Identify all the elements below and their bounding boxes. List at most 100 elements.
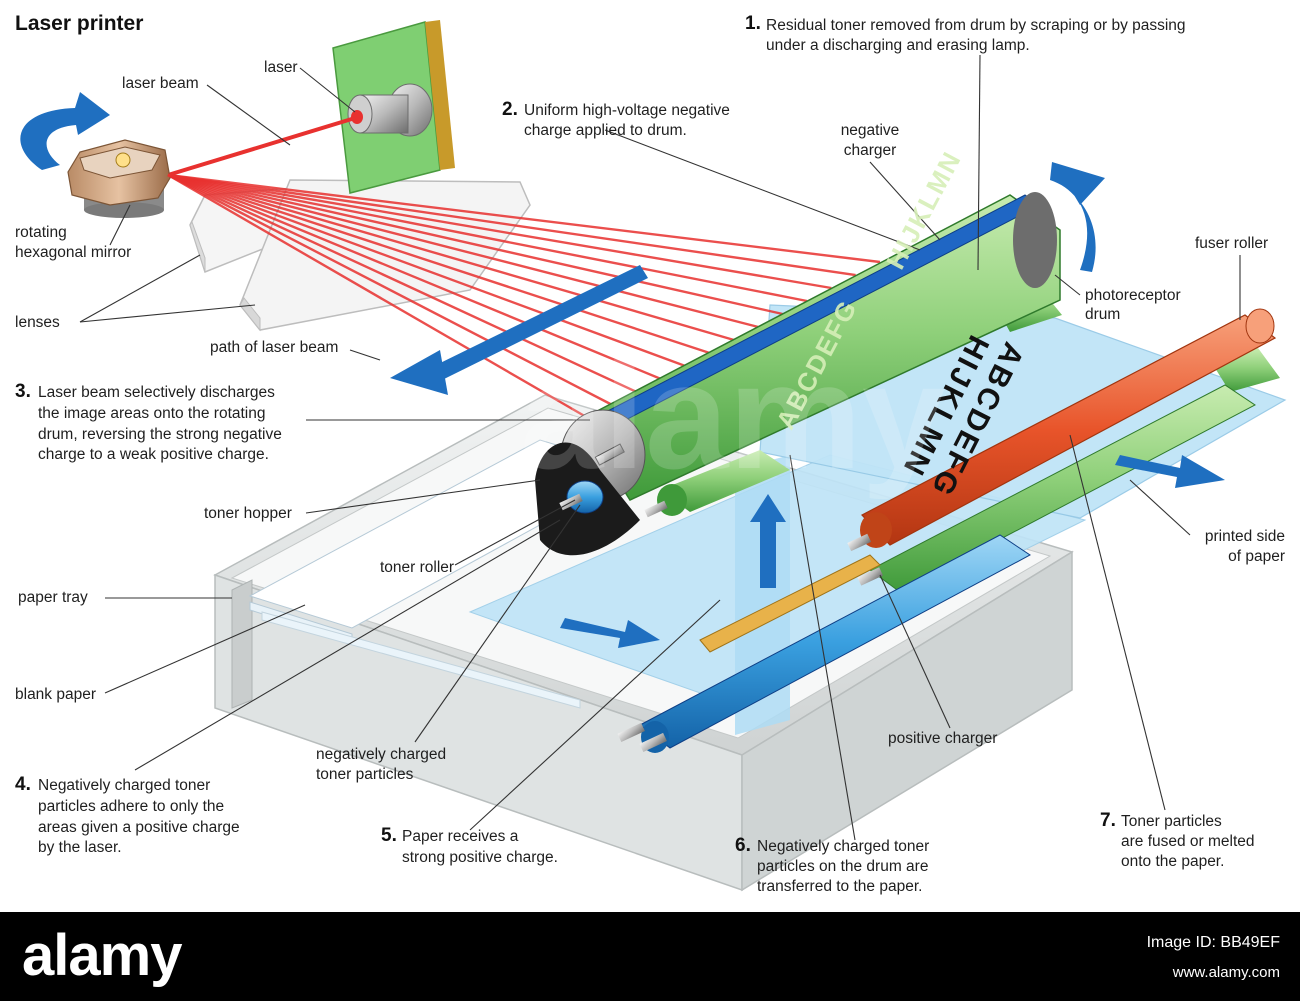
- label-toner-roller: toner roller: [380, 559, 455, 576]
- leader-line: [414, 504, 581, 743]
- step-2-line2: charge applied to drum.: [524, 122, 687, 139]
- step-4-line4: by the laser.: [38, 839, 122, 856]
- step-6-line2: particles on the drum are: [757, 858, 929, 875]
- step-3-line2: the image areas onto the rotating: [38, 405, 266, 422]
- laser-beam: [167, 116, 356, 177]
- leader-line: [1069, 434, 1166, 811]
- laser-beam-ray: [167, 173, 711, 355]
- laser-beam-ray: [167, 173, 735, 342]
- leader-line: [79, 304, 256, 323]
- leader-line: [1129, 479, 1191, 536]
- label-path-of-laser-beam: path of laser beam: [210, 339, 339, 356]
- watermark: alamy: [520, 332, 946, 500]
- step-3-number: 3.: [15, 381, 31, 402]
- laser-beam-ray: [167, 173, 759, 329]
- pressure-roller: [869, 384, 1256, 593]
- label-laser: laser: [264, 59, 298, 76]
- label-drum: drum: [1085, 306, 1121, 323]
- image-id: Image ID: BB49EF: [1146, 934, 1280, 951]
- laser-beam-ray: [167, 173, 662, 381]
- leader-line: [469, 599, 721, 831]
- label-neg-particles-1: negatively charged: [316, 746, 447, 763]
- label-hexagonal-mirror: hexagonal mirror: [15, 244, 132, 261]
- label-negative-charger-2: charger: [843, 142, 897, 159]
- leader-line: [349, 349, 381, 361]
- label-neg-particles-2: toner particles: [316, 766, 414, 783]
- transfer-roller: [644, 450, 790, 518]
- photoreceptor-drum: [560, 192, 1061, 501]
- alamy-logo: alamy: [22, 923, 182, 988]
- leader-lines: [79, 54, 1241, 841]
- leader-line: [789, 454, 856, 841]
- leader-line: [134, 519, 561, 771]
- laser-beam-ray: [167, 173, 832, 290]
- step-3-line1: Laser beam selectively discharges: [38, 384, 275, 401]
- label-lenses: lenses: [15, 314, 60, 331]
- label-rotating: rotating: [15, 224, 67, 241]
- step-1-line2: under a discharging and erasing lamp.: [766, 37, 1030, 54]
- label-paper-tray: paper tray: [18, 589, 88, 606]
- leader-line: [454, 499, 576, 566]
- scanned-laser-beams: [167, 173, 881, 420]
- laser-beam-ray: [167, 173, 783, 316]
- label-fuser-roller: fuser roller: [1195, 235, 1269, 252]
- label-printed-side-1: printed side: [1204, 528, 1285, 545]
- leader-line: [977, 54, 981, 271]
- leader-line: [305, 479, 541, 514]
- fuser-roller: [847, 308, 1277, 552]
- laser-beam-ray: [167, 173, 856, 277]
- step-5-line1: Paper receives a: [402, 828, 519, 845]
- laser-beam-ray: [167, 173, 686, 368]
- diagram-canvas: ABCDEFG HIJKLMN HIJKLMN ABCDEFG alamy La…: [15, 12, 1287, 895]
- positive-charger-bar: [699, 554, 881, 653]
- leader-line: [104, 604, 306, 694]
- site-url: www.alamy.com: [1172, 964, 1280, 981]
- step-4-line3: areas given a positive charge: [38, 819, 240, 836]
- step-5-line2: strong positive charge.: [402, 849, 558, 866]
- label-printed-side-2: of paper: [1228, 548, 1285, 565]
- path-arrow: [390, 265, 648, 395]
- step-7-line2: are fused or melted: [1121, 833, 1255, 850]
- leader-line: [879, 574, 951, 729]
- step-2-line1: Uniform high-voltage negative: [524, 102, 730, 119]
- diagram-title: Laser printer: [15, 12, 144, 35]
- label-toner-hopper: toner hopper: [204, 505, 292, 522]
- step-5-number: 5.: [381, 825, 397, 846]
- laser-beam-ray: [167, 173, 881, 264]
- label-laser-beam: laser beam: [122, 75, 199, 92]
- paper-direction-arrows: [560, 455, 1225, 648]
- label-blank-paper: blank paper: [15, 686, 97, 703]
- step-3-line4: charge to a weak positive charge.: [38, 446, 269, 463]
- leader-line: [1054, 274, 1081, 296]
- step-1-line1: Residual toner removed from drum by scra…: [766, 17, 1186, 34]
- step-7-line1: Toner particles: [1121, 813, 1222, 830]
- pressure-roller-axle: [857, 567, 883, 586]
- rotation-arrow: [20, 92, 110, 170]
- step-3-line3: drum, reversing the strong negative: [38, 426, 282, 443]
- label-positive-charger: positive charger: [888, 730, 998, 747]
- leader-line: [869, 161, 941, 241]
- laser-printer-illustration: [20, 20, 1287, 892]
- step-6-line3: transferred to the paper.: [757, 878, 923, 895]
- step-7-number: 7.: [1100, 810, 1116, 831]
- step-4-number: 4.: [15, 774, 31, 795]
- leader-line: [79, 254, 201, 323]
- laser-beam-ray: [167, 173, 589, 420]
- hexagonal-mirror: [67, 139, 171, 218]
- leader-line: [109, 204, 131, 246]
- step-4-line1: Negatively charged toner: [38, 777, 211, 794]
- leader-line: [206, 84, 291, 146]
- drum-rotation-arrow: [1050, 162, 1105, 272]
- step-4-line2: particles adhere to only the: [38, 798, 225, 815]
- step-6-line1: Negatively charged toner: [757, 838, 930, 855]
- leader-line: [604, 129, 921, 251]
- step-6-number: 6.: [735, 835, 751, 856]
- label-photoreceptor: photoreceptor: [1085, 287, 1181, 304]
- label-negative-charger-1: negative: [840, 122, 900, 139]
- laser-module: [332, 20, 455, 194]
- laser-beam-ray: [167, 173, 808, 303]
- step-7-line3: onto the paper.: [1121, 853, 1225, 870]
- step-2-number: 2.: [502, 99, 518, 120]
- laser-beam-ray: [167, 173, 613, 407]
- laser-beam-ray: [167, 173, 638, 394]
